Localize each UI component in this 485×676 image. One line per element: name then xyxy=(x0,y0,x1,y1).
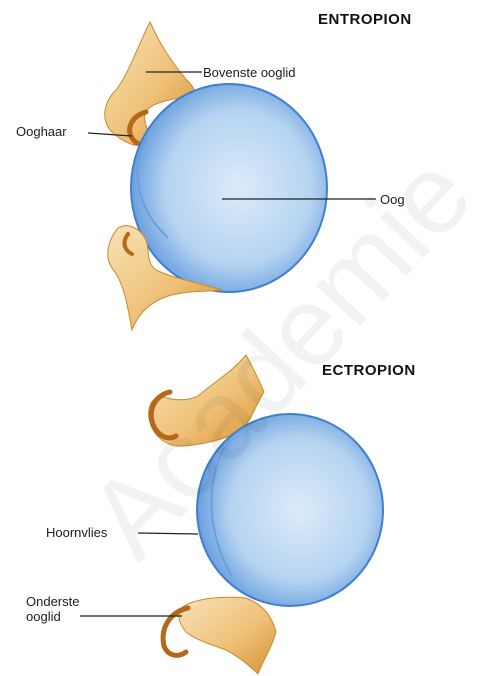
label-upper-lid: Bovenste ooglid xyxy=(203,65,296,80)
entropion-title: ENTROPION xyxy=(318,11,412,28)
label-cornea: Hoornvlies xyxy=(46,525,107,540)
ectropion-title: ECTROPION xyxy=(322,362,416,379)
label-lower-lid: Onderste ooglid xyxy=(26,594,79,624)
ectropion-lower-eyelid xyxy=(179,597,276,674)
label-eyelash: Ooghaar xyxy=(16,124,67,139)
ectropion-eyeball xyxy=(197,414,383,606)
leader-cornea xyxy=(138,533,198,534)
label-eye: Oog xyxy=(380,192,405,207)
entropion-eyeball xyxy=(131,84,327,292)
